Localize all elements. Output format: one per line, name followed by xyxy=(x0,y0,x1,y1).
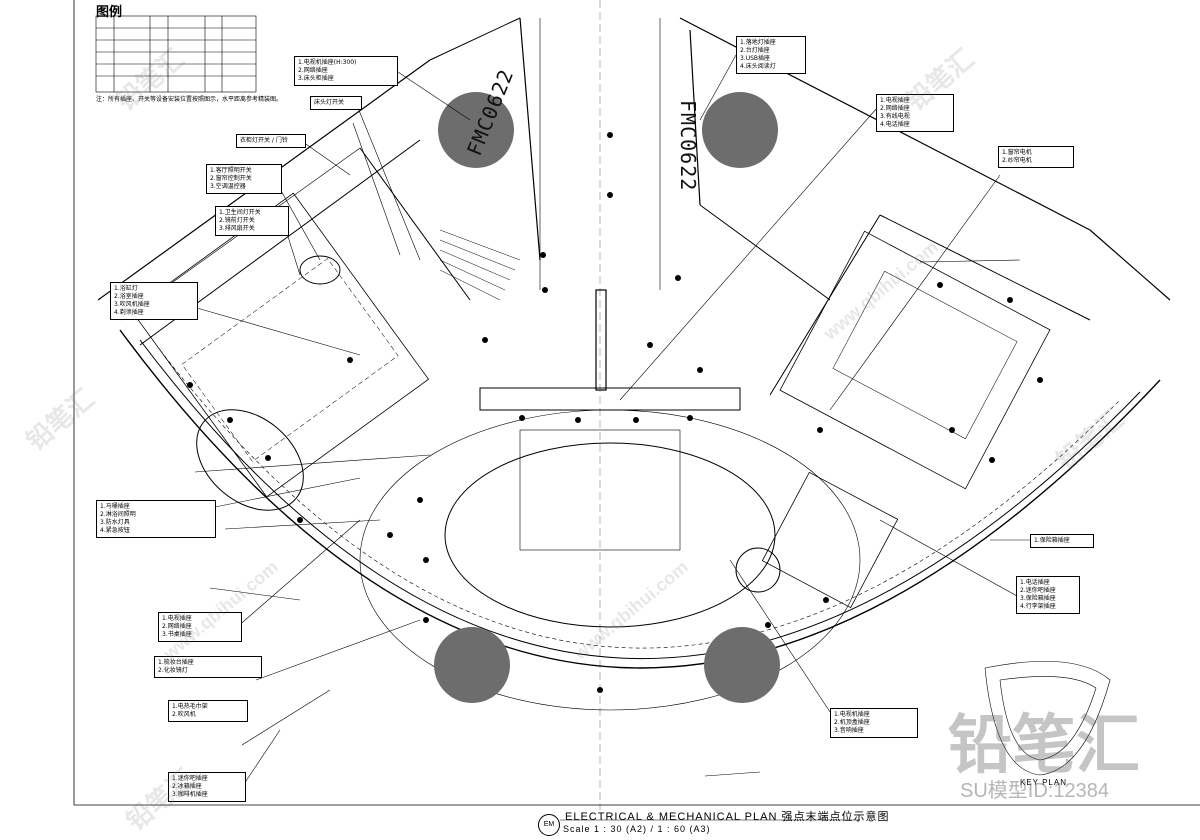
key-plan-label: KEY PLAN xyxy=(1020,778,1067,787)
drawing-scale: Scale 1 : 30 (A2) / 1 : 60 (A3) xyxy=(563,824,711,834)
legend-note: 注：所有插座、开关等设备安装位置按照图示，水平距离参考精装图。 xyxy=(96,97,283,103)
em-badge: EM xyxy=(538,814,560,836)
callout-tag: 1.电热毛巾架 2.吹风机 xyxy=(168,700,248,722)
callout-tag: 1.梳妆台插座 2.化妆镜灯 xyxy=(154,656,262,678)
drawing-title: ELECTRICAL & MECHANICAL PLAN 强点末端点位示意图 xyxy=(565,811,890,823)
callout-tag: 1.电视机插座 2.机顶盒插座 3.音响插座 xyxy=(830,708,918,738)
callout-tag: 1.电视插座 2.网络插座 3.有线电视 4.电话插座 xyxy=(876,94,954,132)
callout-tag: 1.窗帘电机 2.纱帘电机 xyxy=(998,146,1074,168)
legend-title: 图例 xyxy=(96,4,123,19)
callout-tag: 1.保险箱插座 xyxy=(1030,534,1094,548)
callout-tag: 1.迷你吧插座 2.冰箱插座 3.咖啡机插座 xyxy=(168,772,246,802)
callout-tag: 床头灯开关 xyxy=(310,96,362,110)
callout-tag: 1.电话插座 2.迷你吧插座 3.保险箱插座 4.行李架插座 xyxy=(1016,576,1080,614)
watermark-id: SU模型ID:12384 xyxy=(960,780,1109,802)
callout-tag: 1.客厅照明开关 2.窗帘控制开关 3.空调温控器 xyxy=(206,164,282,194)
watermark-big: 铅笔汇 xyxy=(948,709,1140,781)
callout-tag: 1.电视插座 2.网络插座 3.书桌插座 xyxy=(158,612,242,642)
callout-tag: 1.浴缸灯 2.浴室插座 3.吹风机插座 4.剃须插座 xyxy=(110,282,198,320)
callout-tag: 1.电视机插座(H:300) 2.网络插座 3.床头柜插座 xyxy=(294,56,398,86)
callout-tag: 1.马桶插座 2.淋浴间照明 3.防水灯具 4.紧急按钮 xyxy=(96,500,216,538)
callout-tag: 1.落地灯插座 2.台灯插座 3.USB插座 4.床头阅读灯 xyxy=(736,36,806,74)
fmc-label-right: FMC0622 xyxy=(676,100,700,192)
callout-tag: 衣柜灯开关 / 门铃 xyxy=(236,134,306,148)
callout-tag: 1.卫生间灯开关 2.镜前灯开关 3.排风扇开关 xyxy=(215,206,289,236)
